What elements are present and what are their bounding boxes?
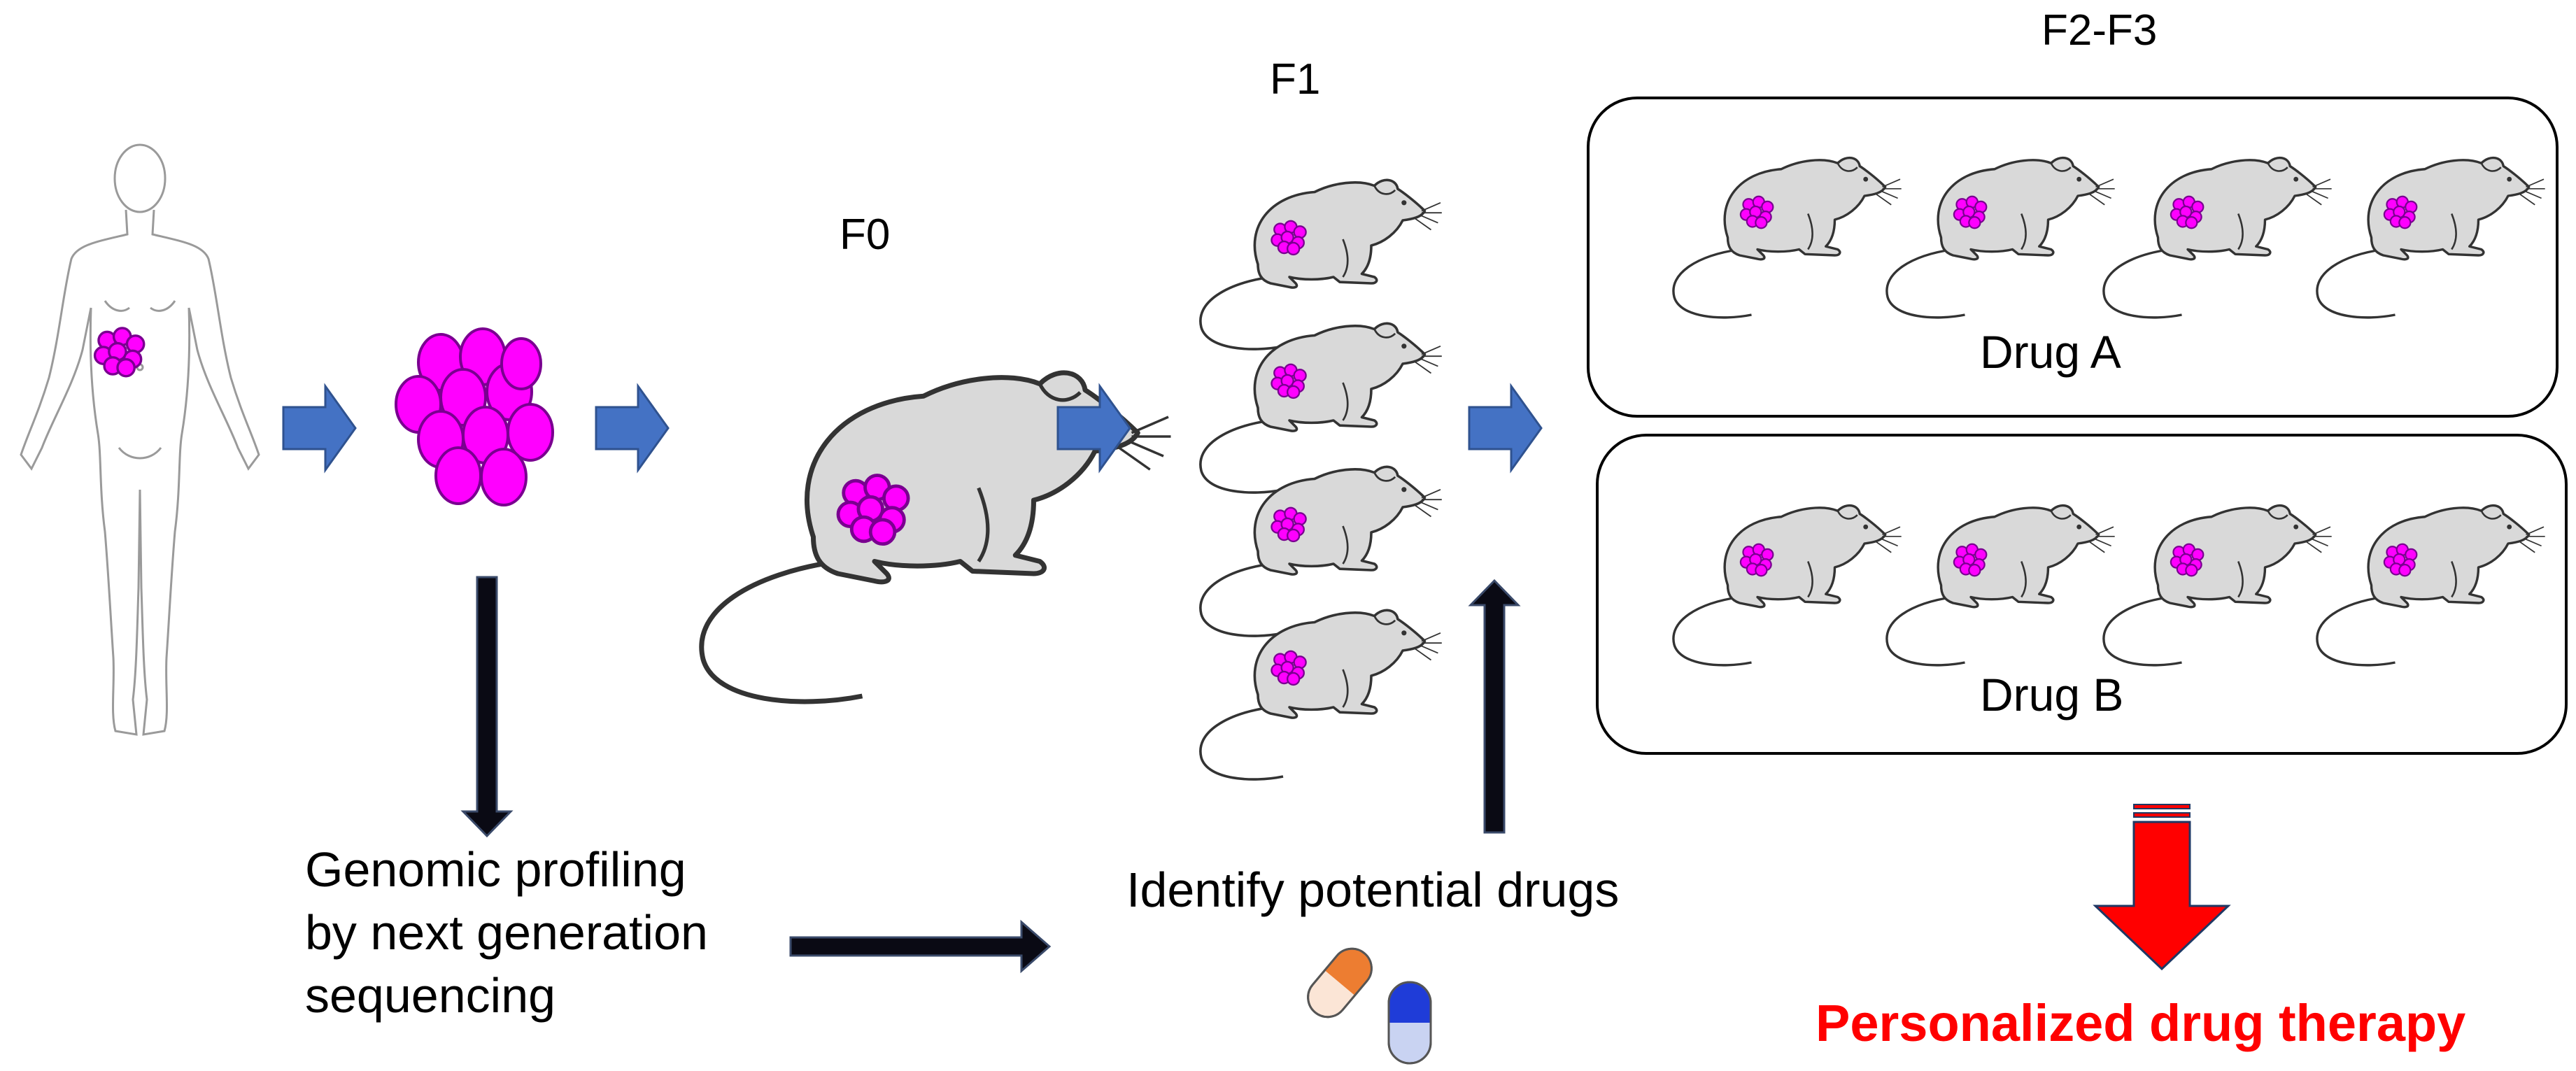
genomic-line-2: by next generation: [305, 905, 708, 960]
mouse-icon: [1199, 178, 1443, 350]
mouse-icon: [2102, 504, 2333, 667]
mouse-icon: [1885, 504, 2116, 667]
mouse-icon: [2316, 156, 2547, 319]
personalized-therapy-text: Personalized drug therapy: [1816, 994, 2466, 1052]
stage-label-f2-f3: F2-F3: [2041, 6, 2158, 55]
drug-a-mouse-group: [1672, 156, 2547, 319]
stage-label-f0: F0: [840, 211, 891, 259]
up-arrow-to-f1: [1468, 579, 1521, 834]
pill-capsule-icon: [1307, 947, 1432, 1065]
mouse-icon: [1885, 156, 2116, 319]
mouse-icon: [2102, 156, 2333, 319]
down-arrow-to-genomics: [460, 576, 514, 838]
mouse-icon: [1672, 504, 1903, 667]
right-arrow-to-drugs: [789, 919, 1052, 974]
drug-a-group-box: [1587, 97, 2559, 418]
tumor-cluster-icon: [395, 327, 554, 506]
drug-a-label: Drug A: [1980, 326, 2121, 378]
mouse-icon: [2316, 504, 2547, 667]
genomic-profiling-text: Genomic profiling by next generation seq…: [305, 838, 795, 1027]
flow-arrow-4: [1468, 383, 1543, 474]
stage-label-f1: F1: [1270, 55, 1321, 104]
human-body-icon: [20, 143, 260, 736]
flow-arrow-1: [282, 383, 357, 474]
genomic-line-1: Genomic profiling: [305, 842, 686, 897]
identify-drugs-text: Identify potential drugs: [1126, 863, 1620, 917]
flow-arrow-3: [1056, 383, 1131, 474]
f1-mouse-group: [1199, 178, 1443, 781]
result-arrow: [2093, 804, 2231, 971]
mouse-icon: [1672, 156, 1903, 319]
drug-b-label: Drug B: [1980, 669, 2124, 721]
flow-arrow-2: [595, 383, 670, 474]
drug-b-mouse-group: [1672, 504, 2547, 667]
drug-b-group-box: [1596, 434, 2568, 755]
genomic-line-3: sequencing: [305, 968, 556, 1023]
